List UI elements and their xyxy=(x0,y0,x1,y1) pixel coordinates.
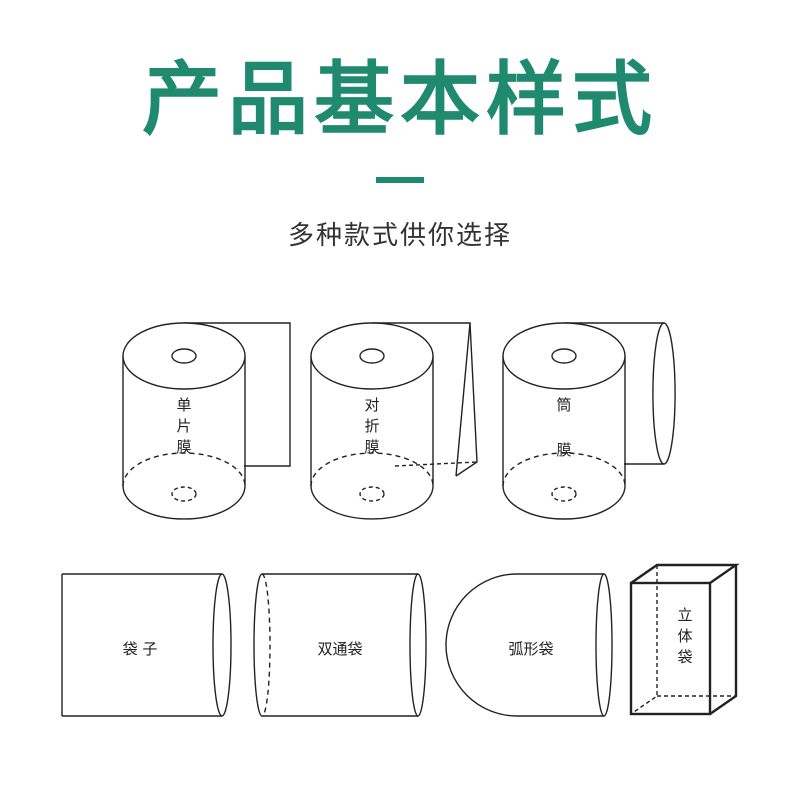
folded-film-label-line-1: 对 xyxy=(364,396,379,414)
tube-film-roll-illustration xyxy=(502,322,676,520)
folded-film-roll-illustration xyxy=(310,322,478,520)
box-bag-illustration xyxy=(629,563,740,716)
single-sheet-film-label: 单 片 膜 xyxy=(176,396,191,456)
page-title: 产品基本样式 xyxy=(142,53,658,146)
flat-bag-label: 袋 子 xyxy=(123,640,158,658)
single-sheet-film-roll-illustration xyxy=(122,322,291,520)
box-bag-label-line-3: 袋 xyxy=(677,648,692,666)
tube-film-label-line-1: 筒 xyxy=(556,396,571,414)
title-divider xyxy=(376,177,424,183)
box-bag-label: 立 体 袋 xyxy=(677,606,692,666)
arc-bag-label: 弧形袋 xyxy=(508,640,553,658)
single-sheet-film-label-line-2: 片 xyxy=(176,417,191,435)
box-bag-label-line-1: 立 xyxy=(677,606,692,624)
folded-film-label-line-2: 折 xyxy=(364,417,379,435)
folded-film-label: 对 折 膜 xyxy=(364,396,379,456)
tube-film-label-line-2: 膜 xyxy=(556,441,571,459)
page-subtitle: 多种款式供你选择 xyxy=(287,221,512,251)
two-way-open-bag-illustration xyxy=(253,573,427,717)
folded-film-label-line-3: 膜 xyxy=(364,438,379,456)
single-sheet-film-label-line-3: 膜 xyxy=(176,438,191,456)
single-sheet-film-label-line-1: 单 xyxy=(176,396,191,414)
tube-film-label: 筒 膜 xyxy=(556,396,571,459)
arc-bag-illustration xyxy=(445,573,613,717)
flat-bag-illustration xyxy=(61,573,232,717)
two-way-open-bag-label: 双通袋 xyxy=(317,640,362,658)
box-bag-label-line-2: 体 xyxy=(677,627,692,645)
